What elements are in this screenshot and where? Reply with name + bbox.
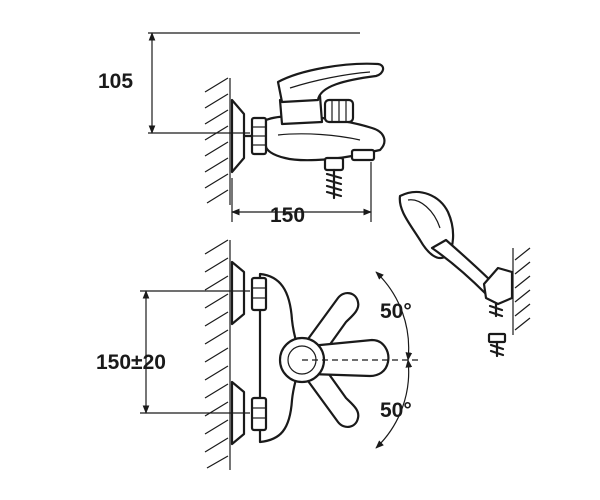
dimension-projection: 150	[270, 204, 305, 227]
spare-screw-head	[487, 332, 507, 344]
escutcheon-upper	[230, 260, 246, 326]
holder-screw	[488, 302, 504, 318]
angle-upper-label: 50°	[380, 300, 412, 323]
wall-hatch-shower	[512, 247, 531, 335]
angle-arc-lower	[375, 359, 413, 449]
hose-thread	[325, 168, 343, 200]
shower-holder	[482, 266, 514, 306]
upper-nut	[250, 276, 268, 312]
front-view: 50° 50° 150±20	[96, 239, 420, 470]
aerator	[350, 148, 376, 162]
lever-handle	[276, 62, 385, 104]
wall-escutcheon	[230, 98, 246, 174]
lower-nut	[250, 396, 268, 432]
wall-hatch-top	[204, 77, 231, 205]
dimension-height: 105	[98, 70, 133, 93]
angle-lower-label: 50°	[380, 399, 412, 422]
wall-hatch-bottom	[204, 239, 231, 470]
side-view: 105 150	[98, 32, 386, 227]
dimension-center-distance: 150±20	[96, 351, 166, 374]
angle-arc-upper	[375, 271, 413, 361]
hose-outlet	[323, 156, 345, 172]
hand-shower-view	[398, 190, 531, 358]
